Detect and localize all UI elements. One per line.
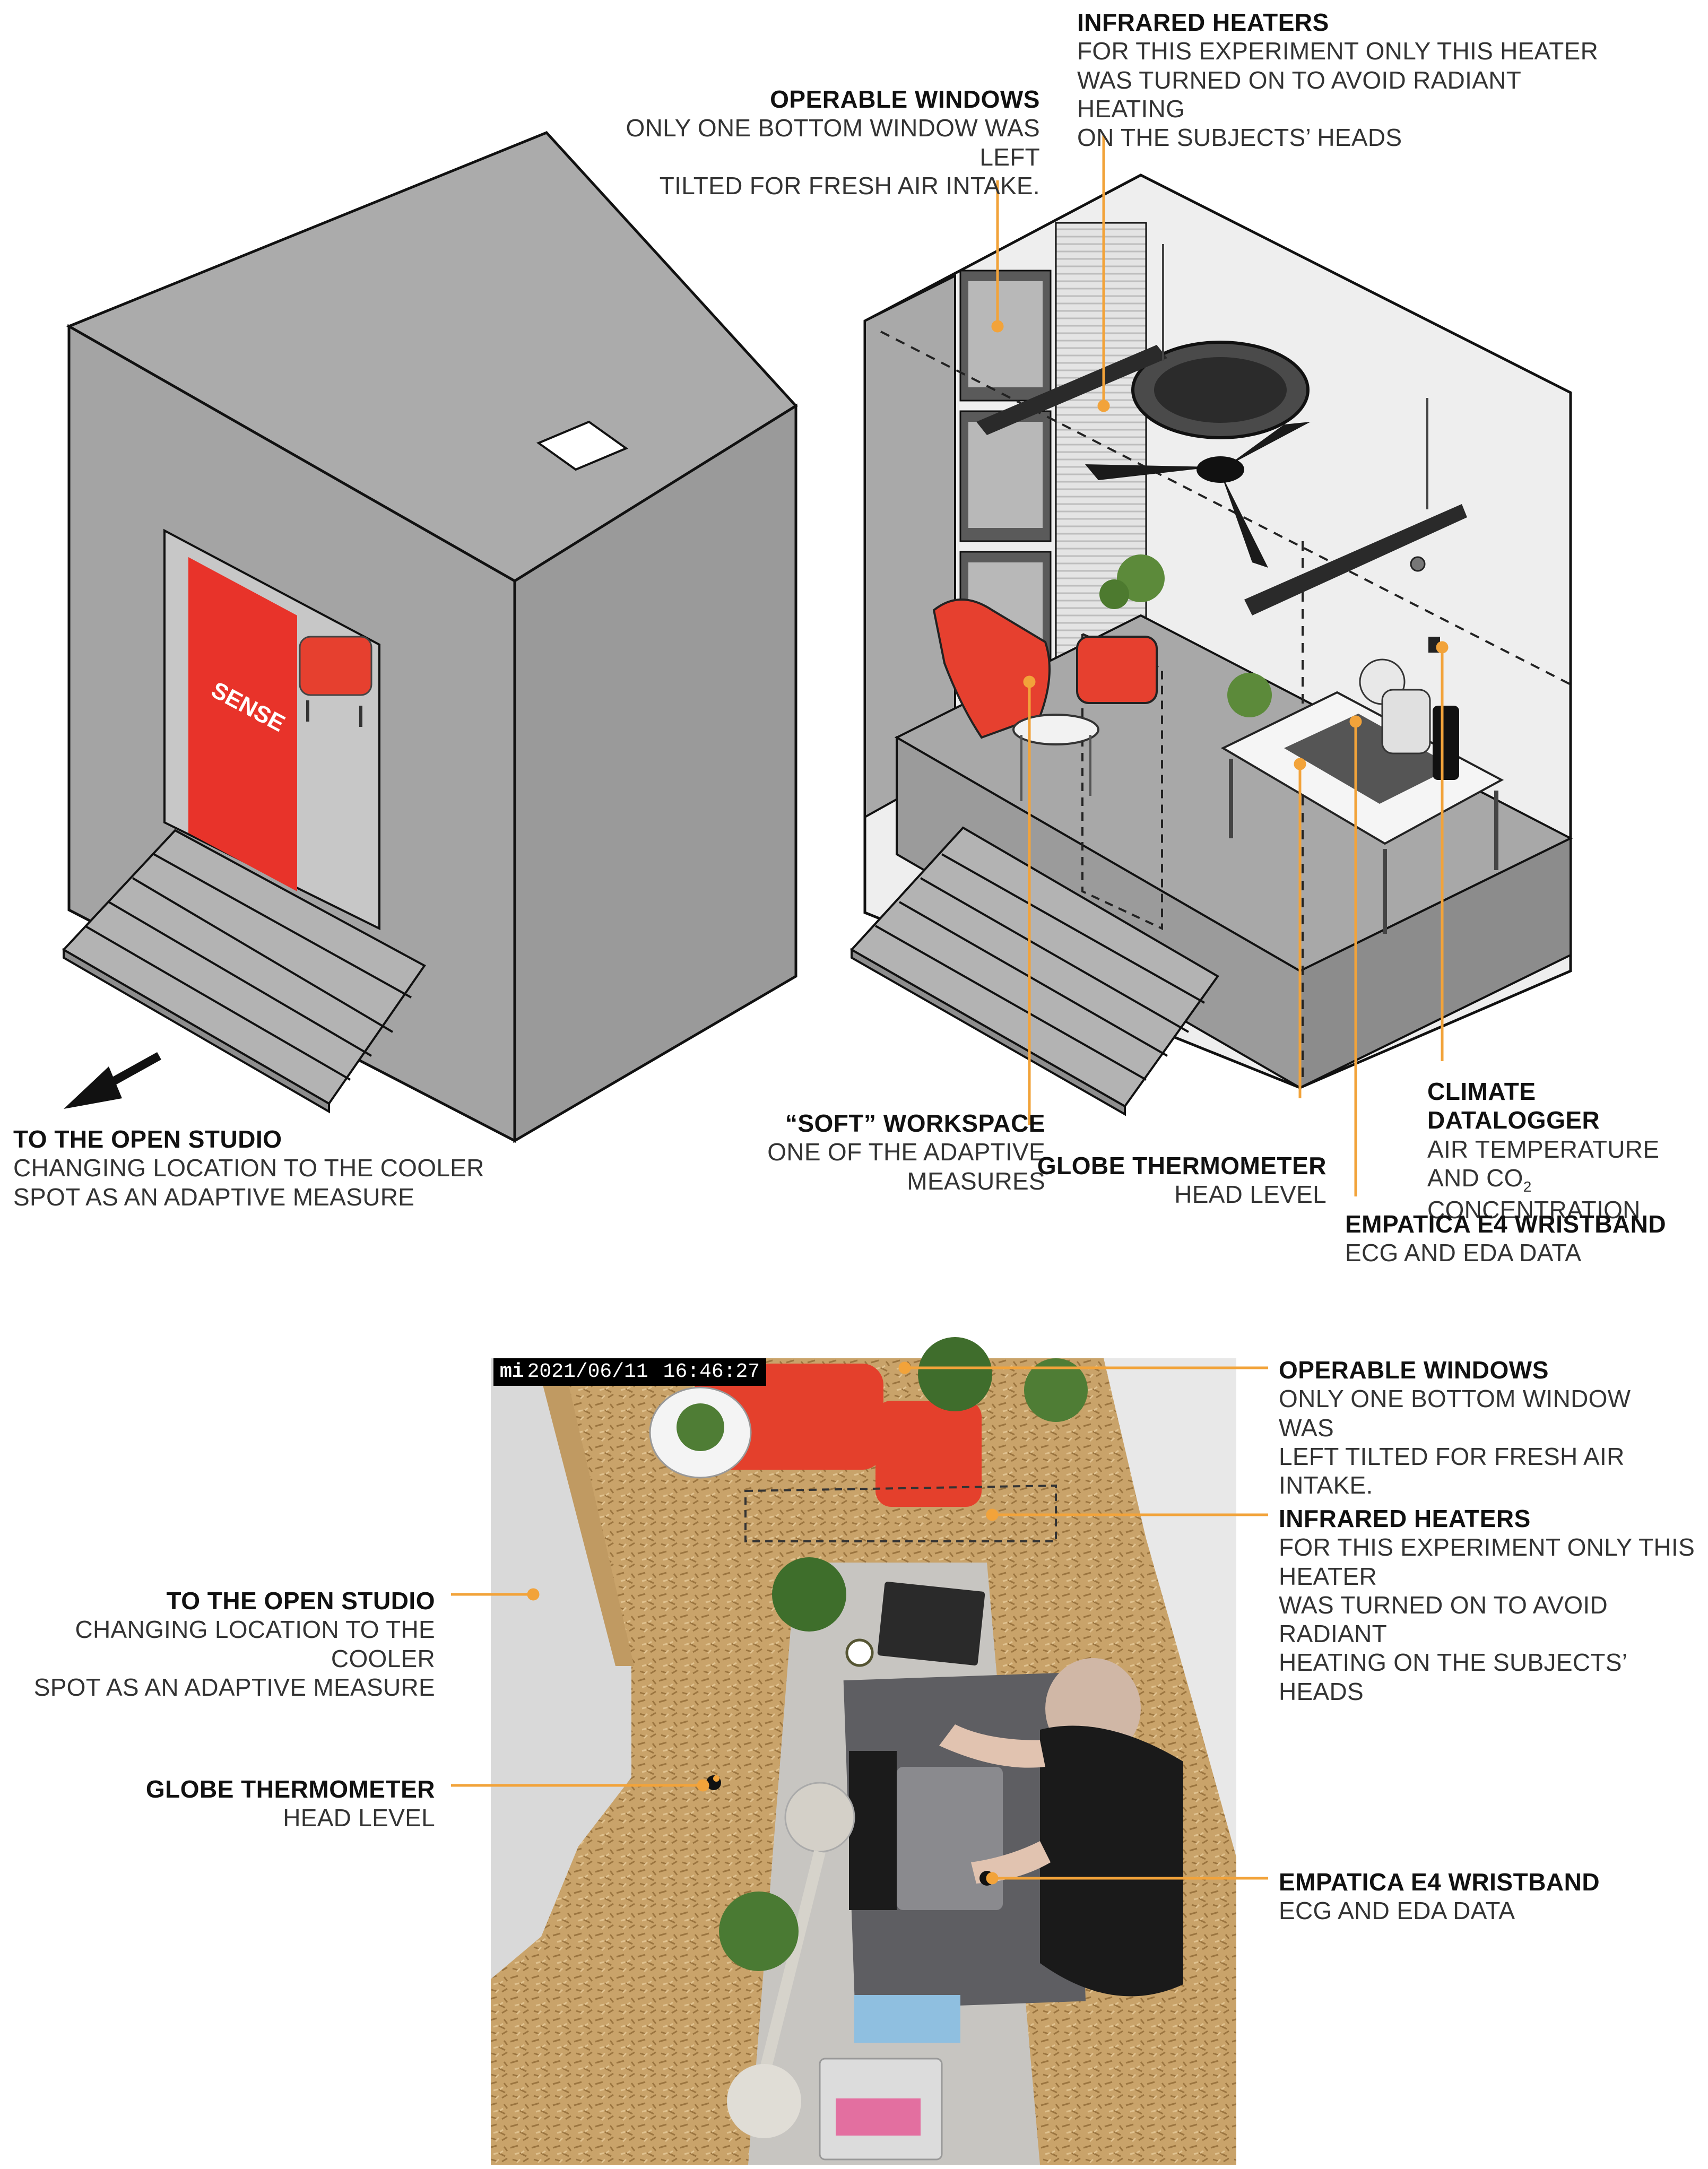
photo-right-wall [1104, 1358, 1236, 1857]
soft-workspace-furniture [932, 554, 1165, 801]
desk-setup [1220, 658, 1504, 934]
infrared-heater-left [976, 345, 1167, 435]
label-soft-workspace: “SOFT” WORKSPACE ONE OF THE ADAPTIVE MEA… [716, 1109, 1045, 1195]
cutaway-room [849, 173, 1573, 1116]
label-title: GLOBE THERMOMETER [145, 1775, 435, 1803]
photo-left-wall [491, 1358, 631, 1979]
label-desc: FOR THIS EXPERIMENT ONLY THIS HEATER WAS… [1279, 1533, 1695, 1705]
photo-ottoman [875, 1401, 982, 1507]
top-leader-lines [991, 135, 1449, 1196]
photo-desk-lamp [784, 1782, 855, 1853]
camera-photo [491, 1337, 1236, 2165]
label-climate-datalogger: CLIMATE DATALOGGER AIR TEMPERATURE AND C… [1427, 1077, 1703, 1224]
label-to-open-studio-bottom: TO THE OPEN STUDIO CHANGING LOCATION TO … [32, 1586, 435, 1702]
label-desc: ECG AND EDA DATA [1345, 1239, 1582, 1267]
armchair-glimpse [299, 636, 372, 696]
bottom-leader-lines [451, 1361, 1268, 1885]
infrared-heater-right [1244, 504, 1467, 615]
photo-plant [772, 1557, 846, 1632]
label-desc: HEAD LEVEL [283, 1804, 435, 1832]
label-desc: AIR TEMPERATURE AND CO2 CONCENTRATION [1427, 1135, 1660, 1224]
cutaway-stairs [849, 826, 1219, 1116]
label-desc: FOR THIS EXPERIMENT ONLY THIS HEATER WAS… [1077, 37, 1599, 152]
label-to-open-studio-top: TO THE OPEN STUDIO CHANGING LOCATION TO … [13, 1125, 491, 1211]
label-infrared-heaters-top: INFRARED HEATERS FOR THIS EXPERIMENT ONL… [1077, 8, 1608, 152]
label-title: TO THE OPEN STUDIO [13, 1125, 282, 1153]
label-desc: HEAD LEVEL [1174, 1181, 1326, 1209]
ceiling-fan [1085, 341, 1311, 568]
globe-thermometer [1410, 556, 1426, 572]
label-title: EMPATICA E4 WRISTBAND [1345, 1210, 1667, 1238]
photo-notebook [877, 1582, 985, 1665]
skylight [536, 420, 629, 471]
entrance-stairs [62, 829, 426, 1114]
label-desc: ECG AND EDA DATA [1279, 1897, 1515, 1925]
closed-room-box: SENSE [62, 131, 798, 1143]
label-title: CLIMATE DATALOGGER [1427, 1078, 1600, 1134]
label-empatica-bottom: EMPATICA E4 WRISTBAND ECG AND EDA DATA [1279, 1868, 1650, 1925]
photo-person-body [1040, 1725, 1183, 1997]
photo-laptop [897, 1767, 1003, 1910]
label-title: INFRARED HEATERS [1077, 8, 1329, 36]
timestamp-time: 16:46:27 [663, 1360, 760, 1383]
room-side-wall [513, 403, 797, 1143]
red-sliding-door [188, 557, 297, 891]
label-operable-windows-bottom: OPERABLE WINDOWS ONLY ONE BOTTOM WINDOW … [1279, 1356, 1693, 1499]
label-title: EMPATICA E4 WRISTBAND [1279, 1868, 1600, 1896]
label-desc: ONLY ONE BOTTOM WINDOW WAS LEFT TILTED F… [1279, 1385, 1631, 1499]
label-title: OPERABLE WINDOWS [770, 85, 1040, 113]
label-title: TO THE OPEN STUDIO [166, 1587, 435, 1615]
timestamp-date: 2021/06/11 [527, 1360, 648, 1383]
label-globe-thermometer-top: GLOBE THERMOMETER HEAD LEVEL [1008, 1151, 1326, 1209]
label-desc: ONE OF THE ADAPTIVE MEASURES [767, 1138, 1045, 1195]
camera-brand-logo: mi [500, 1360, 524, 1383]
label-desc: ONLY ONE BOTTOM WINDOW WAS LEFT TILTED F… [626, 114, 1040, 199]
room-dashed-outline [880, 331, 1571, 686]
label-infrared-heaters-bottom: INFRARED HEATERS FOR THIS EXPERIMENT ONL… [1279, 1504, 1698, 1706]
label-desc: CHANGING LOCATION TO THE COOLER SPOT AS … [13, 1154, 484, 1211]
label-title: OPERABLE WINDOWS [1279, 1356, 1549, 1384]
label-empatica-top: EMPATICA E4 WRISTBAND ECG AND EDA DATA [1345, 1210, 1690, 1268]
open-studio-arrow-head [64, 1066, 122, 1109]
label-globe-thermometer-bottom: GLOBE THERMOMETER HEAD LEVEL [117, 1775, 435, 1833]
label-operable-windows-top: OPERABLE WINDOWS ONLY ONE BOTTOM WINDOW … [589, 85, 1040, 200]
label-desc: CHANGING LOCATION TO THE COOLER SPOT AS … [33, 1616, 435, 1701]
label-title: INFRARED HEATERS [1279, 1505, 1531, 1532]
label-title: GLOBE THERMOMETER [1037, 1152, 1326, 1179]
label-title: “SOFT” WORKSPACE [785, 1109, 1045, 1137]
